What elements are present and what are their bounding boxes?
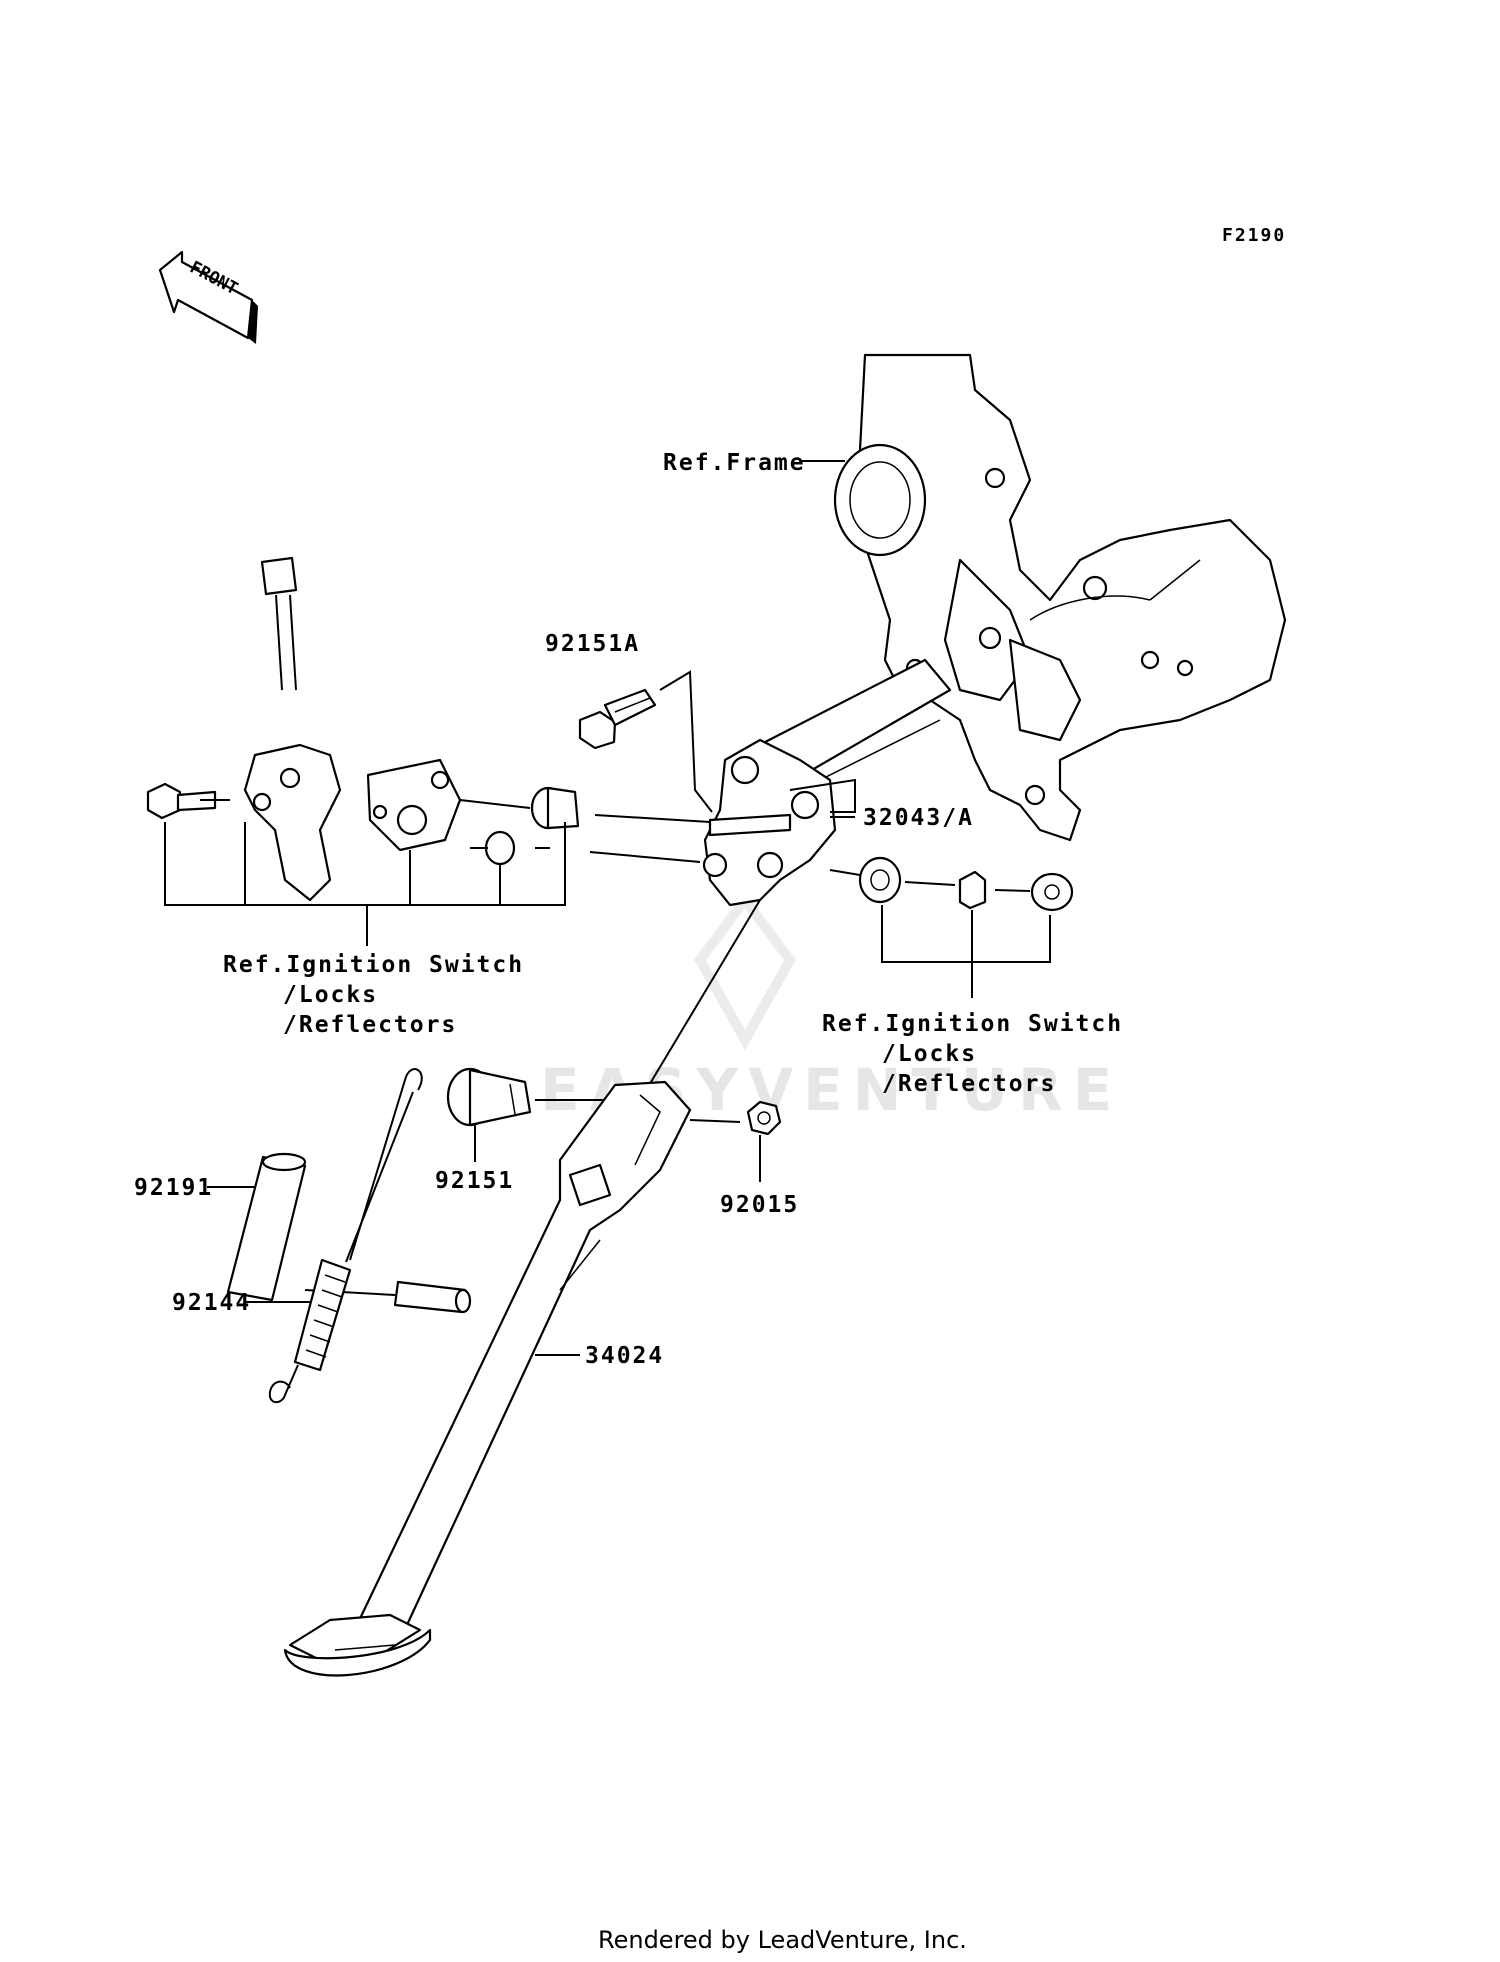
label-ref-ignition-right-1: Ref.Ignition Switch [822,1011,1123,1037]
sleeve-92191 [226,1152,307,1302]
reflector-hardware-right [858,856,1074,912]
label-ref-ignition-right-2: /Locks [882,1041,977,1067]
nut-92015 [746,1100,782,1136]
bracket-32043A [702,738,837,907]
label-ref-ignition-left-3: /Reflectors [283,1012,457,1038]
spring-92144 [268,1068,423,1404]
diagram-code: F2190 [1222,225,1286,246]
callout-lines [164,460,1051,1356]
bolt-92151A [578,688,657,750]
front-arrow-icon: FRONT [158,250,258,344]
label-34024: 34024 [585,1343,664,1369]
label-ref-frame: Ref.Frame [663,450,806,476]
label-ref-ignition-left-1: Ref.Ignition Switch [223,952,524,978]
label-32043A: 32043/A [863,805,974,831]
label-92015: 92015 [720,1192,799,1218]
ignition-switch-assembly [146,556,580,902]
label-92191: 92191 [134,1175,213,1201]
label-92151: 92151 [435,1168,514,1194]
side-stand-34024 [283,1080,692,1677]
bolt-92151 [446,1067,532,1127]
pin [393,1280,472,1314]
footer-credit: Rendered by LeadVenture, Inc. [598,1926,967,1954]
label-92144: 92144 [172,1290,251,1316]
label-ref-ignition-right-3: /Reflectors [882,1071,1056,1097]
leader-lines [200,670,1031,1296]
frame-illustration [728,353,1287,842]
label-ref-ignition-left-2: /Locks [283,982,378,1008]
label-92151A: 92151A [545,631,640,657]
